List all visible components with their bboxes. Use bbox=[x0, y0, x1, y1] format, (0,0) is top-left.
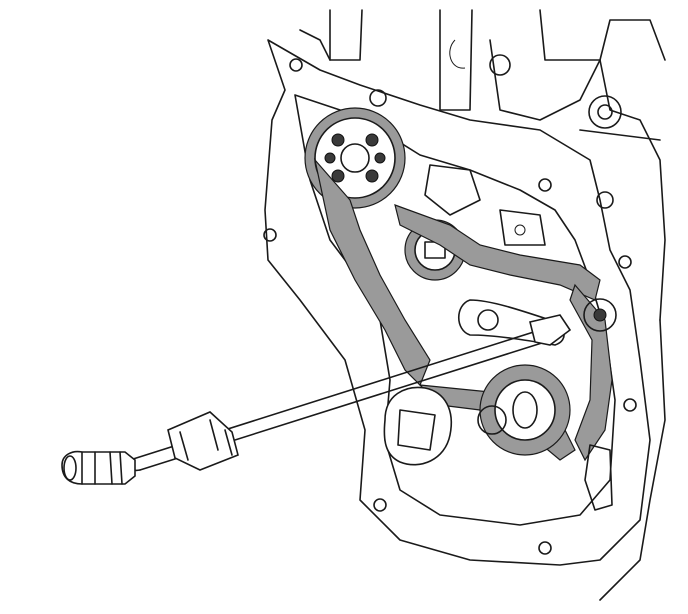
tool-nut bbox=[167, 411, 239, 471]
engine-block bbox=[299, 9, 666, 601]
lower-mount-boss bbox=[383, 386, 613, 511]
timing-cover-housing bbox=[263, 39, 651, 566]
tool-bolt bbox=[61, 450, 136, 485]
crankshaft-sprocket bbox=[477, 364, 571, 456]
timing-chain bbox=[313, 157, 613, 462]
upper-sprocket bbox=[304, 107, 406, 209]
